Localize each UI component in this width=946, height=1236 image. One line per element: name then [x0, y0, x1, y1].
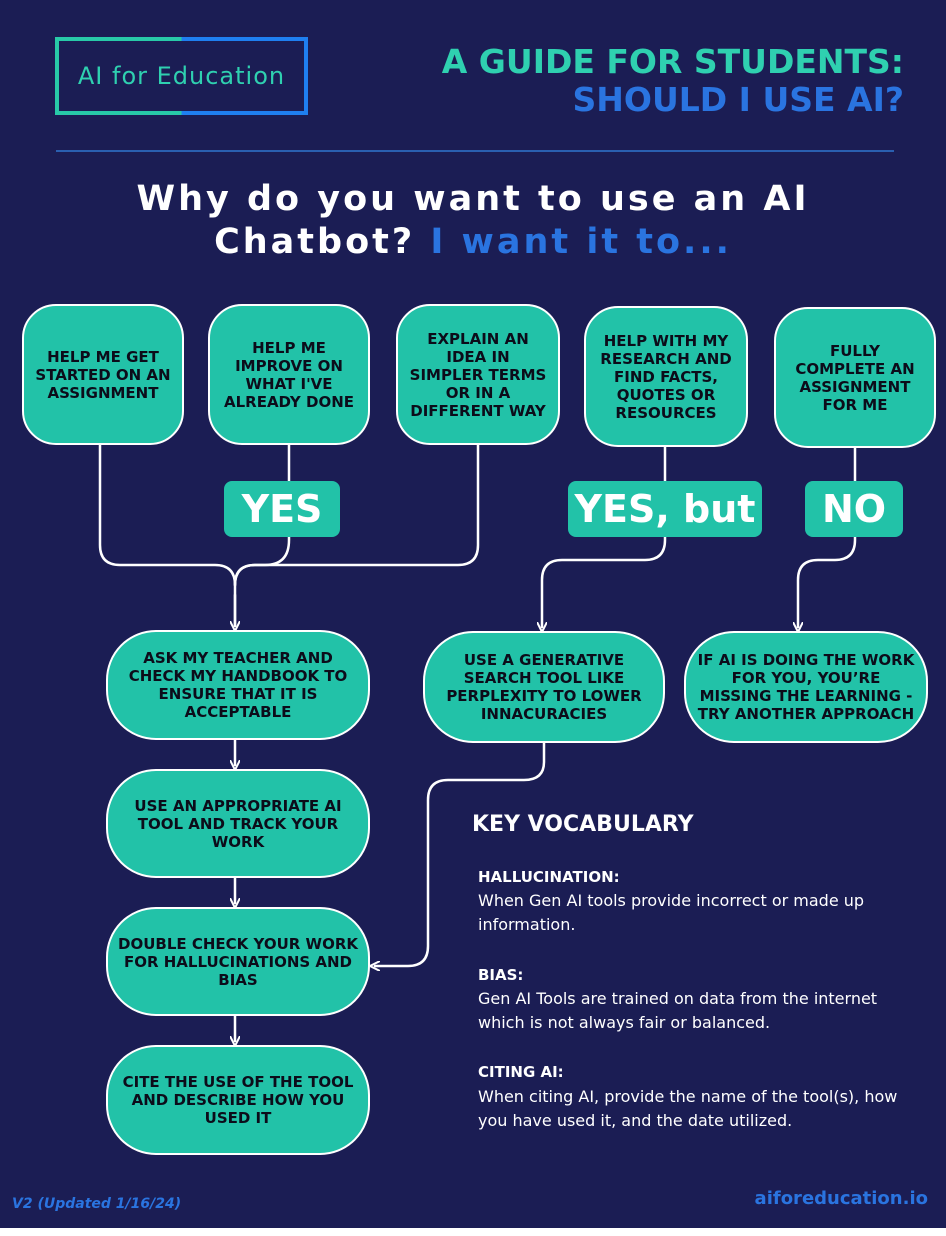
main-question: Why do you want to use an AI Chatbot? I …: [60, 178, 886, 264]
step-try-another-text: IF AI IS DOING THE WORK FOR YOU, YOU’RE …: [697, 651, 915, 723]
reason-explain-idea: EXPLAIN AN IDEA IN SIMPLER TERMS OR IN A…: [396, 304, 560, 445]
logo: AI for Education: [55, 37, 308, 115]
header-line-1: A GUIDE FOR STUDENTS:: [441, 42, 904, 81]
vocab-term-citing-ai: CITING AI:: [478, 1063, 564, 1081]
step-generative-search-text: USE A GENERATIVE SEARCH TOOL LIKE PERPLE…: [446, 651, 642, 723]
reason-get-started: HELP ME GET STARTED ON AN ASSIGNMENT: [22, 304, 184, 445]
website-link[interactable]: aiforeducation.io: [754, 1188, 928, 1209]
reason-complete-assignment: FULLY COMPLETE AN ASSIGNMENT FOR ME: [774, 307, 936, 448]
vocab-def-citing-ai: When citing AI, provide the name of the …: [478, 1087, 898, 1130]
vocab-term-hallucination: HALLUCINATION:: [478, 868, 620, 886]
step-double-check: DOUBLE CHECK YOUR WORK FOR HALLUCINATION…: [106, 907, 370, 1016]
question-highlight: I want it to...: [430, 222, 732, 262]
reason-complete-assignment-text: FULLY COMPLETE AN ASSIGNMENT FOR ME: [795, 341, 915, 414]
answer-yes: YES: [224, 481, 340, 537]
step-ask-teacher: ASK MY TEACHER AND CHECK MY HANDBOOK TO …: [106, 630, 370, 740]
connector-search-to-check: [375, 741, 546, 966]
vocab-def-hallucination: When Gen AI tools provide incorrect or m…: [478, 891, 865, 934]
step-use-tool-text: USE AN APPROPRIATE AI TOOL AND TRACK YOU…: [134, 796, 342, 851]
vocabulary-title: KEY VOCABULARY: [472, 812, 694, 837]
header-divider: [56, 150, 894, 152]
reason-explain-idea-text: EXPLAIN AN IDEA IN SIMPLER TERMS OR IN A…: [409, 329, 547, 420]
step-cite-tool: CITE THE USE OF THE TOOL AND DESCRIBE HO…: [106, 1045, 370, 1155]
reason-research: HELP WITH MY RESEARCH AND FIND FACTS, QU…: [584, 306, 748, 447]
vocab-def-bias: Gen AI Tools are trained on data from th…: [478, 989, 878, 1032]
step-cite-tool-text: CITE THE USE OF THE TOOL AND DESCRIBE HO…: [122, 1073, 354, 1127]
reason-get-started-text: HELP ME GET STARTED ON AN ASSIGNMENT: [35, 347, 171, 402]
header-line-2: SHOULD I USE AI?: [572, 80, 904, 119]
step-double-check-text: DOUBLE CHECK YOUR WORK FOR HALLUCINATION…: [118, 934, 359, 989]
vocab-term-bias: BIAS:: [478, 966, 524, 984]
connector-complete: [798, 446, 857, 627]
reason-improve-work-text: HELP ME IMPROVE ON WHAT I'VE ALREADY DON…: [223, 338, 355, 411]
step-generative-search: USE A GENERATIVE SEARCH TOOL LIKE PERPLE…: [423, 631, 665, 743]
step-try-another: IF AI IS DOING THE WORK FOR YOU, YOU’RE …: [684, 631, 928, 743]
answer-no: NO: [805, 481, 903, 537]
reason-research-text: HELP WITH MY RESEARCH AND FIND FACTS, QU…: [600, 331, 732, 422]
connector-reason-1: [98, 443, 237, 627]
connector-research: [542, 445, 667, 627]
version-label: V2 (Updated 1/16/24): [12, 1196, 182, 1212]
connector-reason-3: [233, 443, 480, 587]
logo-text: AI for Education: [77, 62, 286, 90]
step-use-tool: USE AN APPROPRIATE AI TOOL AND TRACK YOU…: [106, 769, 370, 878]
answer-yes-but: YES, but: [568, 481, 762, 537]
reason-improve-work: HELP ME IMPROVE ON WHAT I'VE ALREADY DON…: [208, 304, 370, 445]
step-ask-teacher-text: ASK MY TEACHER AND CHECK MY HANDBOOK TO …: [128, 649, 348, 721]
question-text: Why do you want to use an AI Chatbot?: [136, 179, 810, 262]
